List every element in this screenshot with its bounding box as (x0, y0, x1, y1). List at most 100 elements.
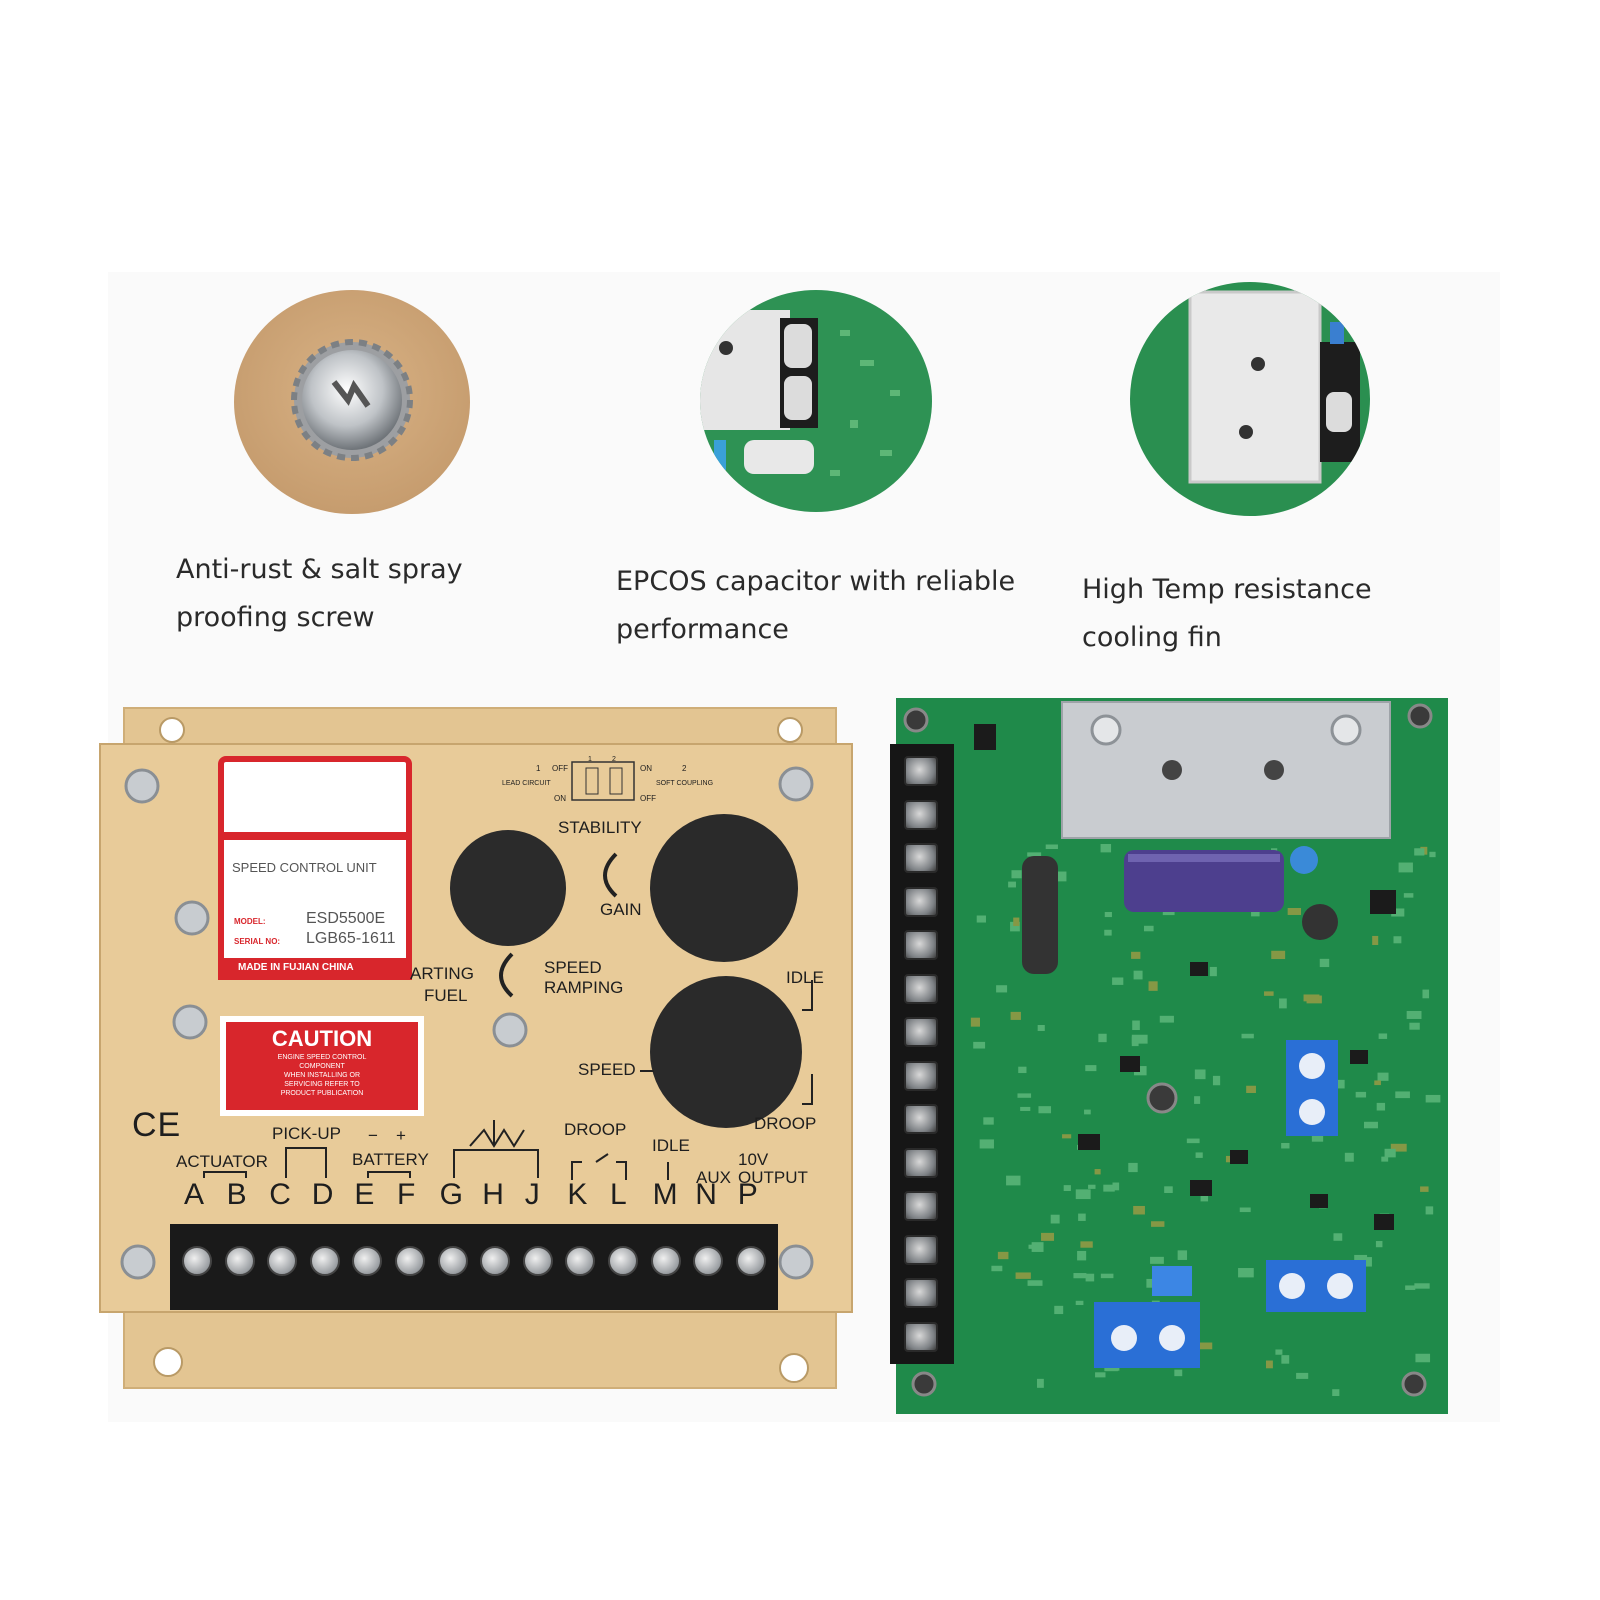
smd-pad (1143, 925, 1154, 932)
smd-pad (1146, 1278, 1155, 1288)
terminal-screw[interactable] (650, 1246, 681, 1276)
smd-pad (1077, 1250, 1087, 1261)
pcb-terminal-screw[interactable] (904, 1147, 938, 1178)
smd-pad (1112, 1182, 1120, 1191)
smd-pad (1375, 1241, 1383, 1248)
smd-pad (1132, 1020, 1140, 1031)
terminal-screw[interactable] (522, 1246, 553, 1276)
smd-pad (1319, 958, 1330, 968)
gain-label: GAIN (600, 900, 642, 919)
smd-pad (1018, 1066, 1027, 1074)
smd-pad (1281, 1355, 1290, 1364)
terminal-screw[interactable] (565, 1246, 596, 1276)
smd-pad (1384, 1148, 1396, 1158)
smd-pad (1406, 1010, 1422, 1019)
smd-pad (1063, 1185, 1071, 1191)
pcb-terminal-screw[interactable] (904, 1191, 938, 1221)
screw-closeup-photo (234, 290, 470, 514)
speed-ramping-label-2: RAMPING (544, 978, 624, 997)
pcb-terminal-screw[interactable] (904, 1234, 938, 1265)
caution-line-3: WHEN INSTALLING OR (283, 1072, 361, 1079)
terminal-screw[interactable] (608, 1246, 638, 1276)
smd-pad (1422, 989, 1430, 999)
serial-value: LGB65-1611 (306, 930, 396, 947)
smd-pad (1008, 881, 1016, 888)
label-bottom-band (218, 958, 412, 980)
smd-pad (1271, 950, 1286, 960)
smd-pad (1062, 1134, 1072, 1139)
terminal-screw[interactable] (437, 1246, 468, 1276)
smd-pad (1094, 1169, 1101, 1175)
pcb-terminal-screw[interactable] (904, 1060, 938, 1091)
smd-pad (1011, 870, 1022, 879)
smd-pad (1027, 1280, 1043, 1286)
dip-label-on-2: ON (640, 764, 652, 773)
smd-pad (1104, 1366, 1118, 1372)
idle-knob-label: IDLE (786, 968, 824, 987)
pcb-terminal-screw[interactable] (904, 843, 938, 873)
smd-pad (1088, 1184, 1096, 1189)
dip-label-off-2: OFF (640, 794, 656, 803)
smd-pad (1429, 851, 1436, 858)
terminal-screw[interactable] (267, 1246, 298, 1276)
smd-pad (1303, 994, 1320, 1002)
ce-mark: CE (132, 1106, 182, 1144)
terminal-screw[interactable] (224, 1246, 255, 1276)
pcb-terminal-screw[interactable] (904, 1017, 938, 1047)
terminal-screw[interactable] (480, 1246, 511, 1276)
smd-pad (1148, 981, 1158, 991)
pcb-terminal-screw[interactable] (904, 1104, 938, 1134)
smd-pad (1194, 1069, 1206, 1080)
terminal-letter: B (226, 1178, 247, 1211)
dip-label-s1: 1 (588, 756, 592, 763)
speed-ramping-label-1: SPEED (544, 958, 602, 977)
smd-pad (1405, 1285, 1416, 1290)
droop-terminal-label: DROOP (564, 1120, 627, 1139)
terminal-screw[interactable] (395, 1246, 425, 1276)
smd-pad (1265, 1360, 1273, 1369)
smd-pad (1017, 1093, 1032, 1098)
terminal-screw[interactable] (182, 1246, 212, 1276)
smd-pad (1414, 848, 1425, 856)
cooling-fin-closeup-photo (1130, 282, 1370, 516)
smd-pad (1195, 1152, 1203, 1158)
pcb-terminal-screw[interactable] (904, 799, 938, 830)
pcb-terminal-screw[interactable] (904, 930, 938, 960)
smd-pad (1395, 1091, 1410, 1099)
smd-pad (1199, 1342, 1213, 1350)
smd-pad (1241, 1033, 1254, 1039)
smd-pad (1376, 1102, 1386, 1111)
smd-pad (1194, 1096, 1201, 1104)
pcb-terminal-screw[interactable] (904, 886, 938, 917)
speed-controller-unit: SPEED CONTROL UNIT MODEL: ESD5500E SERIA… (96, 700, 856, 1400)
smd-pad (1425, 1206, 1434, 1215)
smd-pad (1006, 1175, 1021, 1186)
smd-pad (1355, 1091, 1367, 1098)
pcb-terminal-screw[interactable] (904, 1278, 938, 1308)
terminal-screw[interactable] (352, 1246, 383, 1276)
dip-label-2: 2 (682, 764, 687, 773)
smd-pad (1200, 1191, 1209, 1202)
smd-pad (1159, 1015, 1174, 1023)
smd-pad (1279, 998, 1287, 1009)
smd-pad (1275, 1349, 1283, 1355)
dip-label-lead-circuit: LEAD CIRCUIT (502, 780, 551, 787)
starting-fuel-label-2: FUEL (424, 986, 468, 1005)
smd-pad (1403, 893, 1414, 898)
smd-pad (973, 1041, 986, 1049)
smd-pad (996, 985, 1008, 993)
smd-pad (1186, 1138, 1200, 1144)
smd-pad (1332, 1389, 1340, 1397)
terminal-screw[interactable] (735, 1246, 766, 1276)
pcb-terminal-screw[interactable] (904, 756, 938, 786)
smd-pad (1080, 1241, 1093, 1248)
pcb-terminal-screw[interactable] (904, 1321, 938, 1352)
terminal-screw[interactable] (693, 1246, 724, 1276)
dip-label-soft-coupling: SOFT COUPLING (656, 780, 714, 787)
terminal-screw[interactable] (309, 1246, 340, 1276)
smd-pad (1015, 1272, 1031, 1279)
smd-pad (1078, 1213, 1086, 1221)
smd-pad (1251, 909, 1260, 917)
pcb-terminal-screw[interactable] (904, 973, 938, 1004)
